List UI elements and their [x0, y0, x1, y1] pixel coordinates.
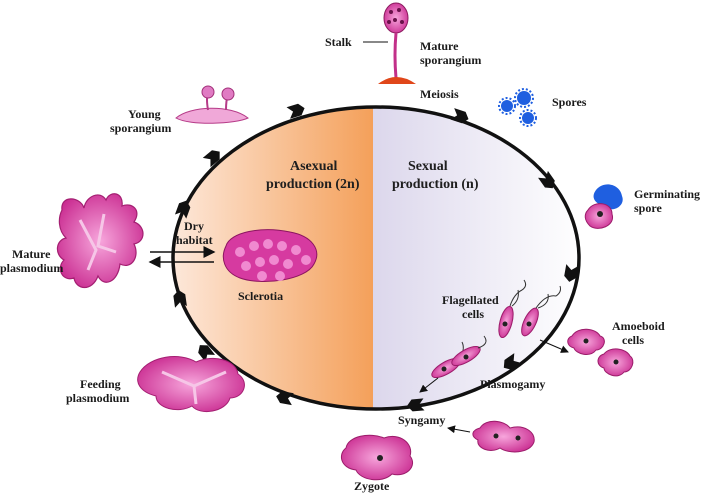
cycle-arrow: [407, 398, 425, 412]
syngamy-label: Syngamy: [398, 413, 445, 427]
asexual-production-title: Asexual production (2n): [266, 159, 360, 192]
young-sporangium-icon: [175, 85, 249, 124]
plasmogamy-to-syngamy-arrow: [419, 377, 439, 393]
cycle-arrow: [202, 150, 220, 168]
cycle-arrow: [450, 108, 469, 124]
cycle-arrow: [198, 345, 216, 363]
flagellated-cell-icon: [521, 285, 561, 337]
cycle-arrow: [538, 170, 555, 189]
mature-plasmodium-label: Mature plasmodium: [0, 247, 63, 275]
spore-icon: [514, 88, 534, 108]
spore-icon: [519, 109, 537, 127]
life-cycle-loop: [171, 105, 581, 411]
zygote-label: Zygote: [354, 479, 390, 493]
flagellated-cells-label: Flagellated cells: [442, 293, 502, 321]
mature-sporangium-label: Mature sporangium: [420, 39, 481, 67]
amoeboid-cell-icon: [597, 348, 634, 377]
dry-habitat-label: Dry habitat: [176, 219, 213, 247]
mature-sporangium-icon: [378, 2, 416, 84]
germinating-spore-icon: [584, 184, 623, 229]
flagellated-cell-icon: [498, 279, 527, 339]
cycle-arrow: [173, 290, 187, 308]
cycle-arrow: [276, 391, 294, 406]
amoeboid-cells-label: Amoeboid cells: [612, 319, 668, 347]
cycle-arrows: [173, 103, 579, 412]
plasmogamy-label: Plasmogamy: [480, 377, 545, 391]
spores-cluster: [498, 88, 537, 127]
feeding-plasmodium-icon: [137, 356, 245, 413]
fusion-arrow: [447, 425, 471, 434]
young-sporangium-label: Young sporangium: [110, 107, 171, 135]
spores-label: Spores: [552, 95, 587, 109]
sexual-production-title: Sexual production (n): [392, 159, 479, 192]
cycle-arrow: [174, 200, 191, 219]
amoeboid-cell-icon: [472, 420, 535, 453]
feeding-plasmodium-label: Feeding plasmodium: [66, 377, 129, 405]
spore-icon: [498, 97, 516, 115]
cycle-arrow: [503, 353, 522, 370]
sclerotia-label: Sclerotia: [238, 289, 283, 303]
sclerotia-icon: [222, 229, 318, 283]
flagellated-cell-icon: [451, 335, 487, 367]
meiosis-label: Meiosis: [420, 87, 459, 101]
mature-plasmodium-icon: [56, 193, 144, 289]
stalk-label: Stalk: [325, 35, 352, 49]
amoeboid-cell-icon: [567, 328, 605, 355]
zygote-icon: [340, 434, 414, 481]
germinating-spore-label: Germinating spore: [634, 187, 703, 215]
cycle-arrow: [564, 264, 579, 282]
cycle-arrow: [286, 103, 305, 119]
to-amoeboid-arrow: [539, 339, 569, 353]
sexual-region: [373, 107, 579, 409]
